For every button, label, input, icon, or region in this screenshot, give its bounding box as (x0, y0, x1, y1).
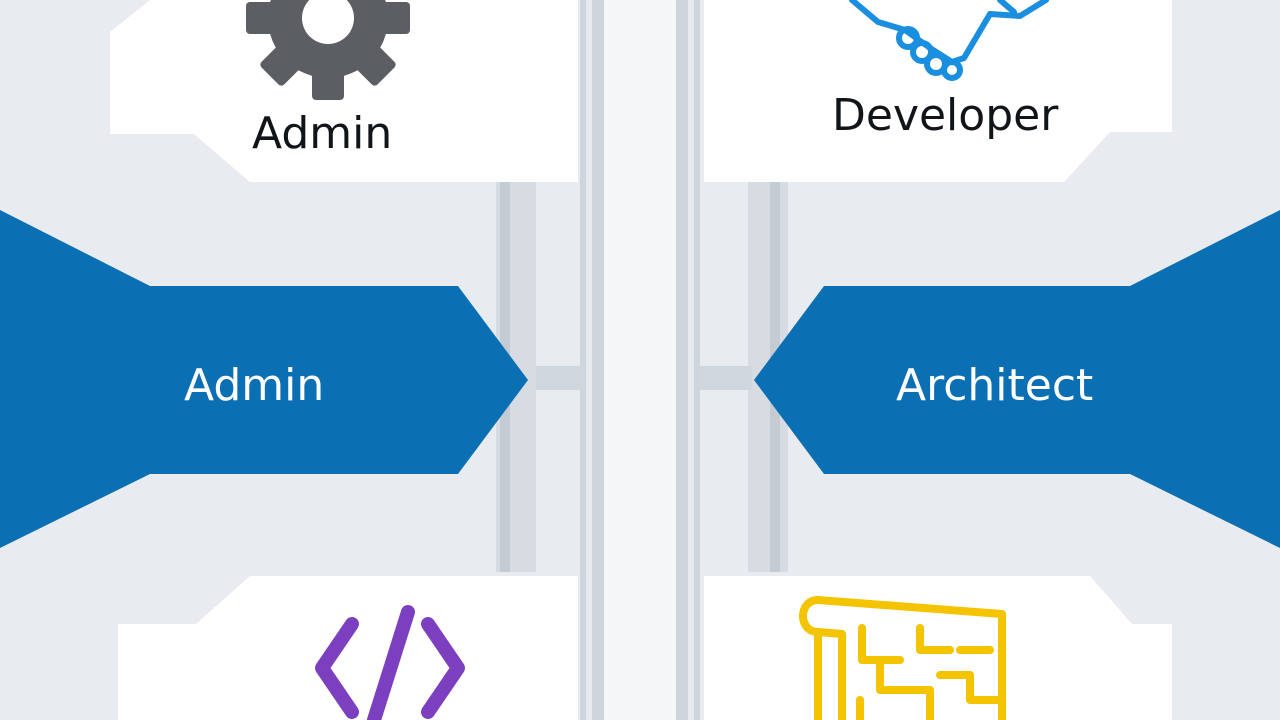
rail-left-highlight (586, 0, 592, 720)
rail-right-highlight (688, 0, 694, 720)
connector-bridge-right (700, 366, 752, 390)
card-top-right-label: Developer (832, 90, 1059, 141)
blueprint-icon (799, 596, 1006, 720)
banner-right (754, 210, 1280, 548)
banner-left-label: Admin (184, 360, 325, 411)
card-top-right (704, 0, 1172, 182)
handshake-icon (849, 0, 1049, 81)
rail-center (604, 0, 676, 720)
center-rails (580, 0, 700, 720)
connector-bridge-left (536, 366, 584, 390)
card-top-left-label: Admin (252, 108, 393, 159)
banner-right-body (754, 286, 1280, 474)
gear-icon (246, 0, 410, 100)
banner-left (0, 210, 528, 548)
code-brackets-icon (315, 605, 465, 720)
banner-left-body (0, 286, 528, 474)
banner-right-label: Architect (896, 360, 1094, 411)
card-bottom-left (118, 576, 578, 720)
